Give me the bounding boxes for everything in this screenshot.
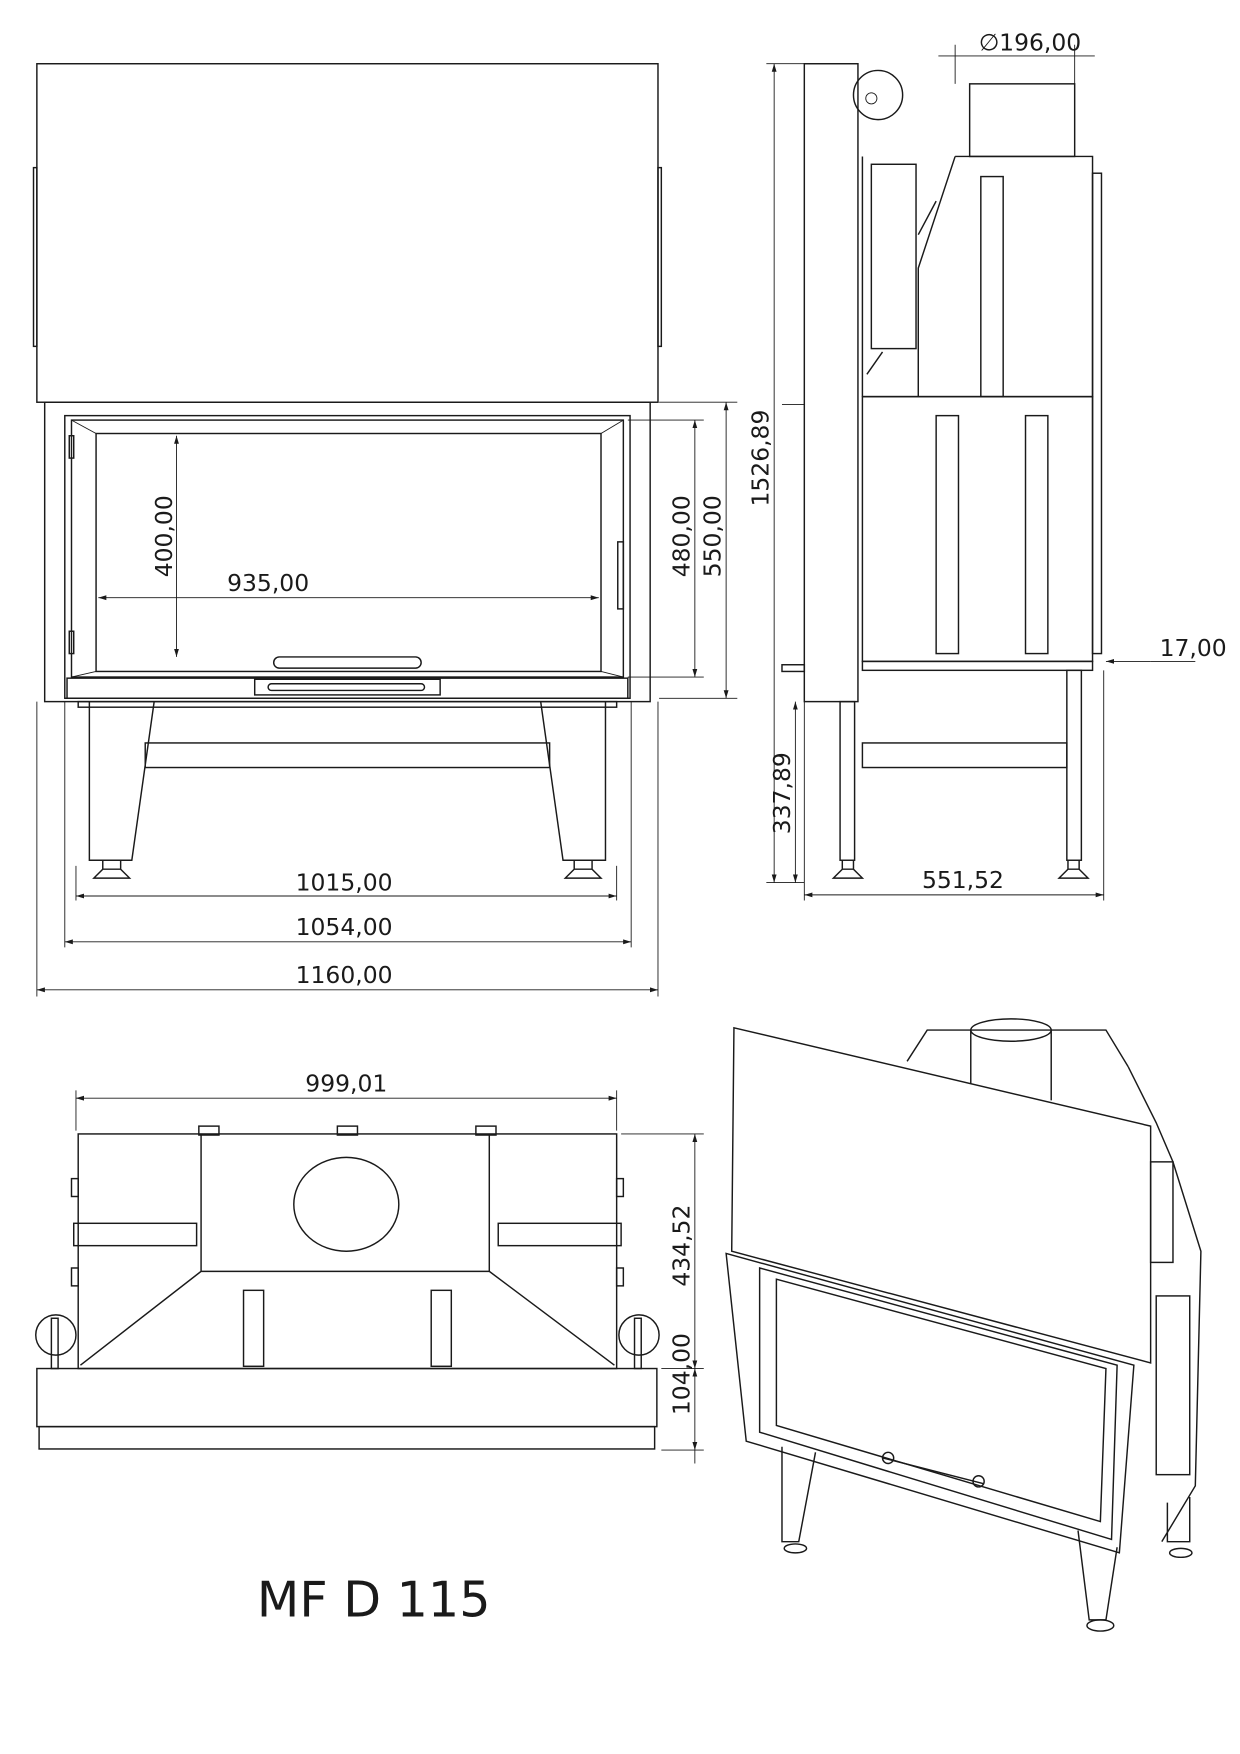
dim-legs-width: 1015,00 bbox=[296, 868, 393, 896]
isometric-view bbox=[725, 1018, 1202, 1632]
side-front-panel bbox=[803, 63, 859, 703]
right-leg bbox=[539, 701, 607, 861]
side-view: ∅196,00 1526,89 337,89 551,52 17,00 bbox=[747, 28, 1227, 901]
side-leg-back bbox=[1066, 669, 1083, 861]
model-title: MF D 115 bbox=[257, 1571, 491, 1629]
dim-frame-width: 1054,00 bbox=[296, 913, 393, 941]
iso-door-frame bbox=[725, 1252, 1135, 1554]
front-top-panel bbox=[36, 63, 659, 403]
dim-glass-height: 400,00 bbox=[150, 495, 178, 577]
top-view: 999,01 434,52 104,00 bbox=[35, 1069, 704, 1464]
flue-collar bbox=[968, 83, 1076, 158]
dim-offset: 17,00 bbox=[1160, 634, 1227, 662]
dim-door-height: 480,00 bbox=[667, 495, 695, 577]
top-flue bbox=[293, 1156, 400, 1252]
dim-legs-height: 337,89 bbox=[768, 752, 796, 834]
dim-body-depth: 434,52 bbox=[667, 1205, 695, 1287]
dim-frame-height: 550,00 bbox=[699, 495, 727, 577]
dim-total-height: 1526,89 bbox=[747, 410, 775, 507]
front-view: 400,00 935,00 480,00 550,00 1015,00 1054… bbox=[32, 63, 738, 997]
side-leg-front bbox=[839, 700, 856, 861]
iso-top-panel bbox=[730, 1026, 1152, 1364]
top-front-bar bbox=[36, 1367, 658, 1428]
dim-front-depth: 104,00 bbox=[667, 1333, 695, 1415]
left-leg bbox=[88, 701, 155, 861]
dim-flue-diameter: ∅196,00 bbox=[979, 28, 1081, 56]
front-glass bbox=[95, 432, 602, 673]
iso-glass bbox=[775, 1278, 1107, 1523]
dim-top-width: 999,01 bbox=[305, 1069, 387, 1097]
dim-depth: 551,52 bbox=[922, 866, 1004, 894]
dim-total-width: 1160,00 bbox=[296, 961, 393, 989]
flue-damper bbox=[852, 69, 904, 121]
dim-glass-width: 935,00 bbox=[227, 569, 309, 597]
door-handle bbox=[272, 656, 422, 669]
